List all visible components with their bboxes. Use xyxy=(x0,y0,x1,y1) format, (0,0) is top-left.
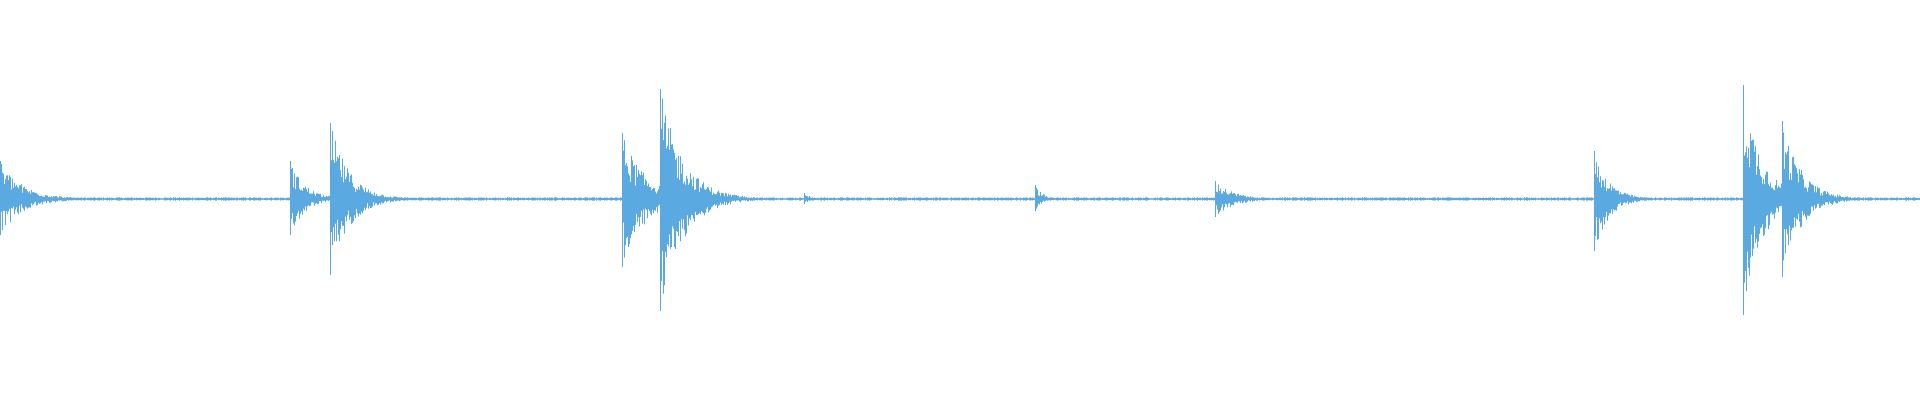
waveform-peaks xyxy=(0,85,1920,315)
